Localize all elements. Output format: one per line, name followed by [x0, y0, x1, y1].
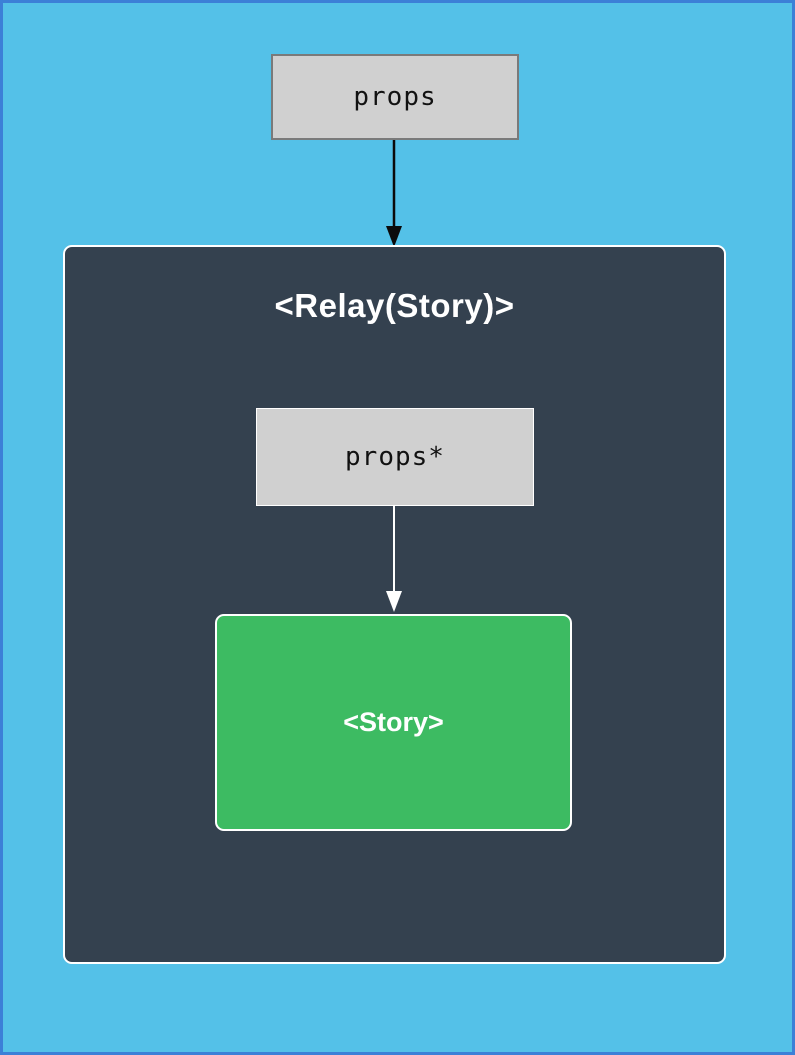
inner-props-label: props*: [345, 442, 445, 472]
props-to-story-arrow: [386, 506, 402, 612]
story-label: <Story>: [343, 707, 444, 737]
props-to-relay-arrow: [386, 140, 402, 247]
inner-props-box: props*: [256, 408, 534, 506]
story-box: <Story>: [215, 614, 572, 831]
outer-props-label: props: [353, 82, 437, 112]
relay-story-title: <Relay(Story)>: [274, 287, 515, 324]
outer-props-box: props: [271, 54, 519, 140]
